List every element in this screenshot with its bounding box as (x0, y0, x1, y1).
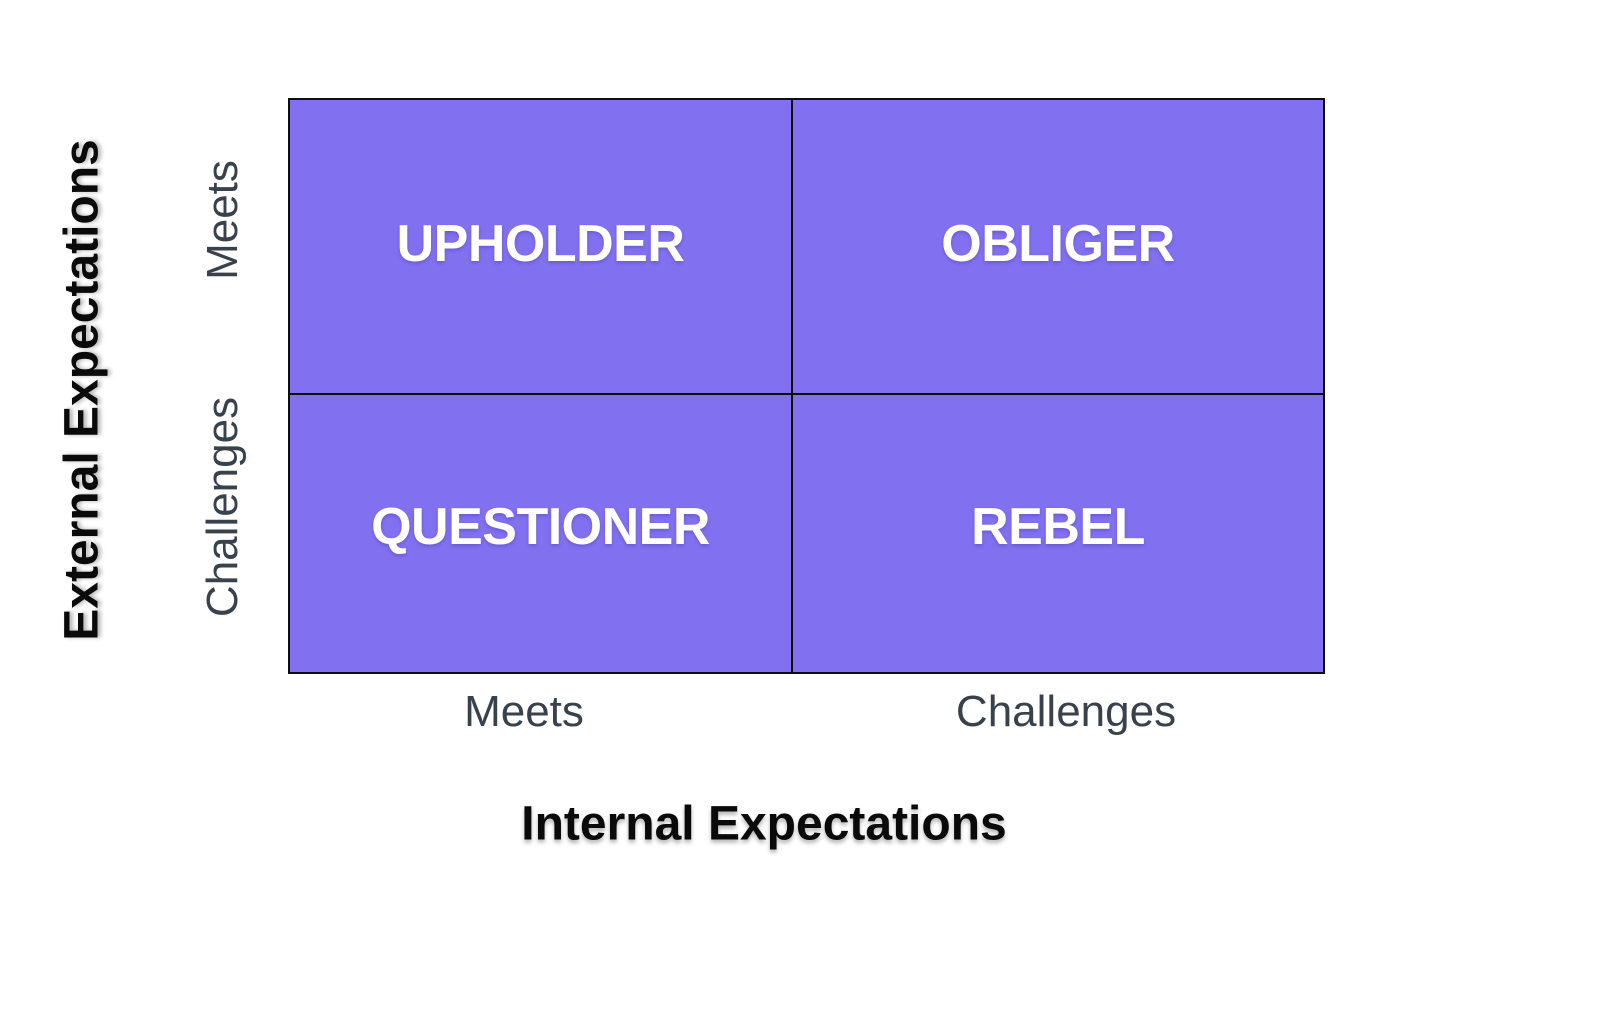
quadrant-obliger: OBLIGER (793, 100, 1323, 395)
quadrant-upholder-label: UPHOLDER (396, 214, 685, 273)
y-axis-tick-challenges: Challenges (198, 396, 247, 618)
x-axis-title: Internal Expectations (521, 797, 1007, 851)
y-axis-title: External Expectations (55, 139, 109, 641)
quadrant-rebel-label: REBEL (971, 497, 1145, 556)
y-axis-tick-meets: Meets (198, 160, 247, 280)
x-axis-tick-challenges: Challenges (955, 687, 1177, 736)
quadrant-obliger-label: OBLIGER (941, 214, 1175, 273)
quadrant-rebel: REBEL (793, 395, 1323, 672)
quadrant-upholder: UPHOLDER (290, 100, 793, 395)
quadrant-questioner: QUESTIONER (290, 395, 793, 672)
quadrant-questioner-label: QUESTIONER (371, 497, 710, 556)
x-axis-tick-meets: Meets (464, 687, 584, 736)
quadrant-grid: UPHOLDER OBLIGER QUESTIONER REBEL (288, 98, 1325, 674)
